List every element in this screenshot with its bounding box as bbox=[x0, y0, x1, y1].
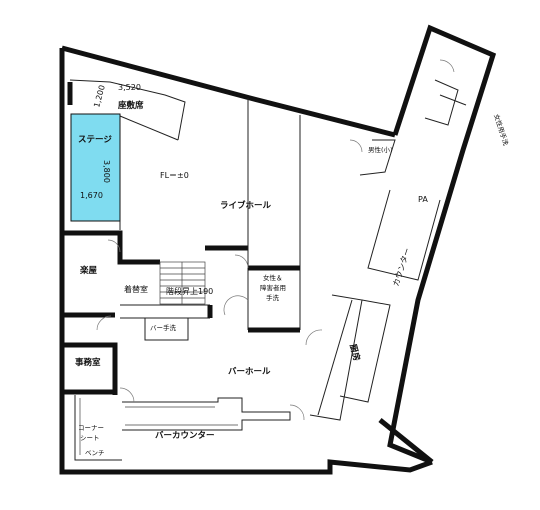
bar-counter-structure bbox=[74, 395, 291, 461]
bench-label: ベンチ bbox=[85, 449, 105, 457]
dim-stage-length: 3,800 bbox=[102, 160, 111, 183]
staircase bbox=[159, 261, 206, 305]
room-josei-tearai-2: 障害者用 bbox=[260, 283, 286, 292]
room-gakuya-label: 楽屋 bbox=[79, 265, 98, 276]
room-stage-label: ステージ bbox=[78, 135, 112, 145]
dim-zashiki-width: 3,520 bbox=[118, 83, 141, 92]
dim-zashiki-depth: 1,200 bbox=[92, 84, 107, 108]
room-chubo-label: 厨房 bbox=[347, 343, 362, 362]
room-zashiki-label: 座敷席 bbox=[117, 100, 144, 111]
corner-sheet-label-2: シート bbox=[80, 434, 100, 442]
room-kaidan-label: 階段昇上190 bbox=[166, 286, 213, 296]
floor-level-label: FL＝±0 bbox=[160, 171, 189, 180]
room-bar-hall-label: バーホール bbox=[228, 366, 271, 377]
stage-area bbox=[70, 113, 121, 222]
room-jimushitsu-label: 事務室 bbox=[75, 357, 101, 368]
room-josei-tearai-3: 手洗 bbox=[266, 293, 280, 302]
room-live-hall-label: ライブホール bbox=[220, 200, 272, 211]
room-bar-counter-label: バーカウンター bbox=[155, 430, 215, 441]
dim-stage-width: 1,670 bbox=[80, 191, 103, 200]
room-pa-label: PA bbox=[418, 195, 428, 204]
room-bar-tearai-label: バー手洗 bbox=[150, 323, 177, 332]
room-counter-label: カウンター bbox=[391, 247, 412, 288]
room-josei-tearai-label: 女性用手洗 bbox=[492, 113, 511, 147]
room-dansei-shoben-label: 男性(小) bbox=[368, 145, 393, 154]
corner-sheet-label-1: コーナー bbox=[78, 424, 104, 432]
outer-walls bbox=[59, 24, 497, 475]
door-swings bbox=[96, 59, 455, 421]
room-kigae-label: 着替室 bbox=[124, 284, 148, 294]
interior-walls bbox=[62, 79, 467, 421]
room-josei-tearai-1: 女性＆ bbox=[263, 273, 283, 282]
